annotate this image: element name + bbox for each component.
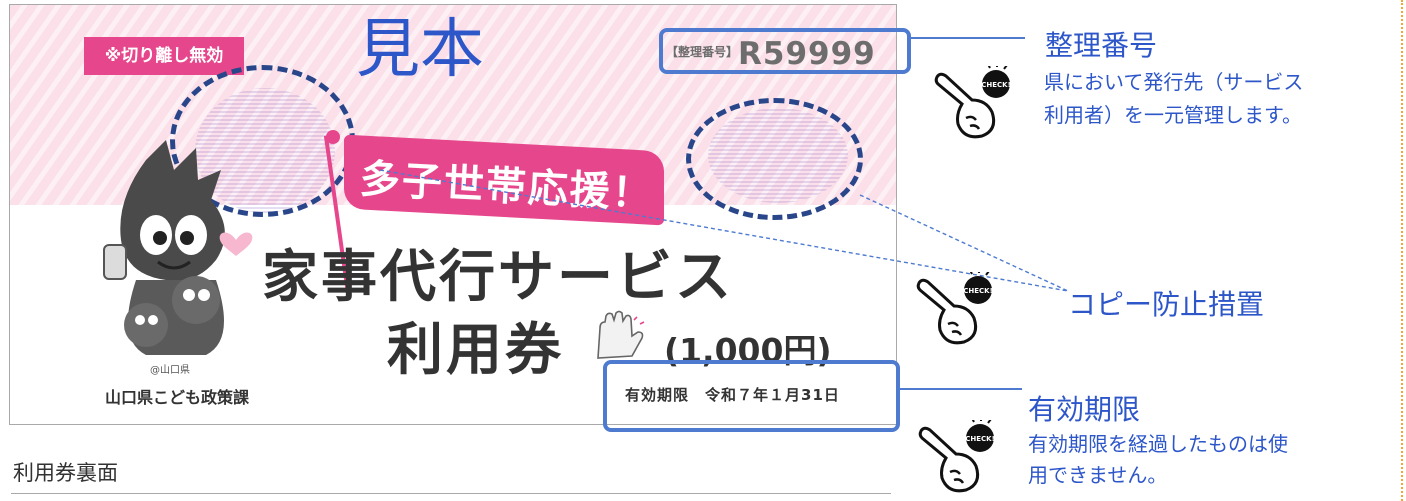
mascot-illustration bbox=[103, 140, 253, 355]
glove-icon bbox=[597, 310, 645, 359]
page-edge-dotted-line bbox=[1401, 0, 1403, 501]
back-side-frame-edge bbox=[11, 493, 891, 494]
no-detach-badge: ※切り離し無効 bbox=[84, 37, 244, 75]
back-side-label: 利用券裏面 bbox=[13, 461, 118, 485]
serial-label: 【整理番号】 bbox=[666, 45, 739, 59]
check-badge-text: CHECK! bbox=[981, 81, 1011, 89]
sample-mark: 見本 bbox=[356, 13, 484, 87]
serial-number: 【整理番号】R59999 bbox=[666, 36, 876, 72]
annotation-serial-line-1: 県において発行先（サービス bbox=[1044, 70, 1304, 94]
annotation-expiry-heading: 有効期限 bbox=[1028, 393, 1141, 426]
expiry-date: 有効期限 令和７年１月31日 bbox=[625, 386, 840, 404]
serial-highlight-box bbox=[659, 28, 911, 74]
flag-pole-top bbox=[326, 130, 340, 144]
dashed-ring-right bbox=[686, 98, 863, 220]
mascot-copyright: @山口県 bbox=[150, 365, 190, 376]
title-line-1: 家事代行サービス bbox=[262, 245, 734, 310]
title-line-2: 利用券 bbox=[387, 318, 564, 383]
check-badge-text: CHECK! bbox=[965, 435, 995, 443]
pointing-hand-check-icon: CHECK! bbox=[916, 272, 993, 345]
annotation-copy-heading: コピー防止措置 bbox=[1068, 288, 1265, 321]
annotation-expiry-line-1: 有効期限を経過したものは使 bbox=[1028, 432, 1288, 456]
pointing-hand-check-icon: CHECK! bbox=[934, 66, 1011, 139]
pointing-hand-check-icon: CHECK! bbox=[918, 420, 995, 493]
annotation-serial-line-2: 利用者）を一元管理します。 bbox=[1044, 103, 1302, 127]
annotation-serial-heading: 整理番号 bbox=[1045, 29, 1158, 62]
department: 山口県こども政策課 bbox=[105, 388, 250, 407]
check-badge-text: CHECK! bbox=[963, 287, 993, 295]
expiry-highlight-box bbox=[603, 360, 900, 432]
copy-connector-right bbox=[859, 194, 1069, 292]
annotation-expiry-line-2: 用できません。 bbox=[1028, 463, 1168, 487]
copy-connector-left bbox=[379, 169, 1069, 292]
serial-value: R59999 bbox=[738, 36, 876, 72]
